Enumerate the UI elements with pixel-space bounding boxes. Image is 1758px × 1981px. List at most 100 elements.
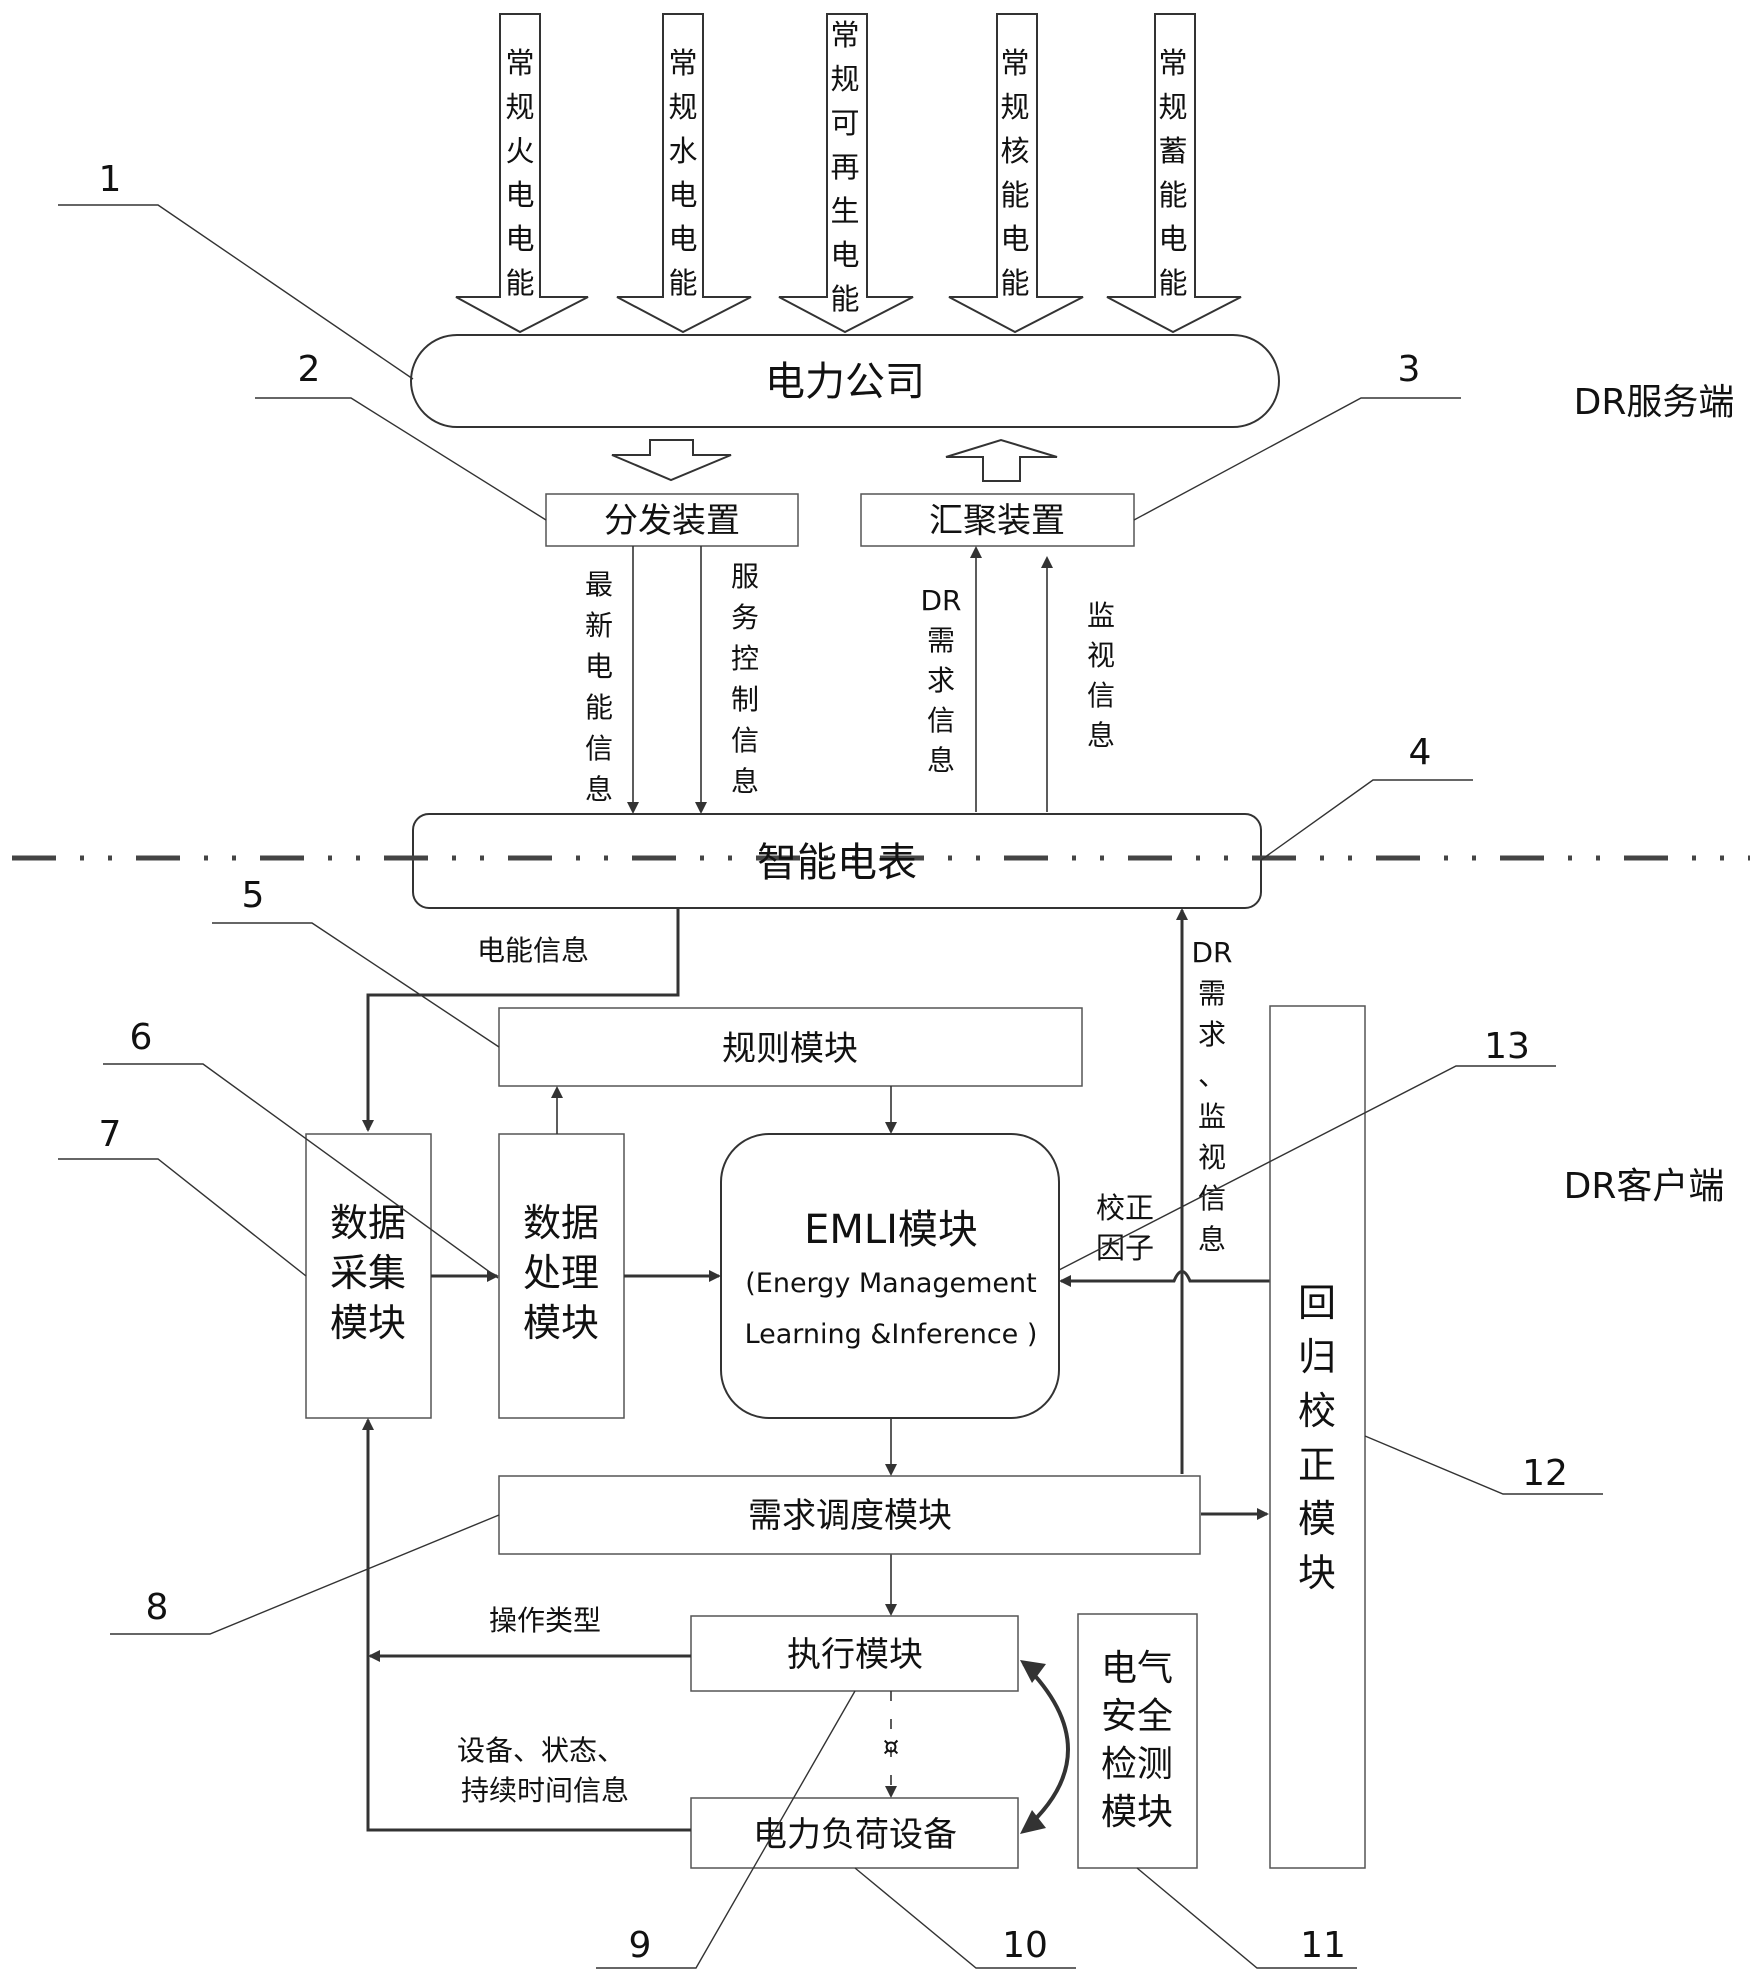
dr-monitor-label-part-4: 监 — [1198, 1100, 1226, 1133]
source-label-hydro-part-5: 能 — [668, 266, 697, 300]
latest-energy-info-label-part-4: 信 — [585, 732, 613, 765]
source-label-storage-part-3: 能 — [1158, 178, 1187, 212]
source-label-thermal-part-1: 规 — [505, 90, 534, 124]
regression-module-label-part-0: 回 — [1298, 1281, 1336, 1325]
source-label-nuclear-part-3: 能 — [1000, 178, 1029, 212]
ref-number-7: 7 — [99, 1114, 122, 1155]
source-label-renewable-part-3: 再 — [830, 150, 859, 184]
source-label-thermal-part-0: 常 — [505, 46, 534, 80]
source-label-renewable-part-2: 可 — [830, 106, 859, 140]
dr-demand-info-label-part-4: 息 — [927, 744, 955, 777]
source-label-thermal-part-3: 电 — [505, 178, 534, 212]
dr-demand-info-label-part-3: 信 — [927, 704, 955, 737]
source-label-hydro-part-4: 电 — [668, 222, 697, 256]
safety-module-label-part-2: 检测 — [1101, 1744, 1173, 1785]
operation-type-label: 操作类型 — [489, 1604, 601, 1637]
dr-demand-info-label: DR需求信息 — [920, 584, 961, 777]
power-company-label: 电力公司 — [765, 359, 925, 405]
service-control-info-label-part-3: 制 — [731, 683, 759, 716]
data-process-label-part-2: 模块 — [523, 1301, 599, 1345]
ref-number-1: 1 — [99, 159, 122, 200]
source-label-renewable-part-1: 规 — [830, 62, 859, 96]
source-label-hydro-part-3: 电 — [668, 178, 697, 212]
source-label-renewable: 常规可再生电能 — [830, 18, 859, 316]
monitor-info-label: 监视信息 — [1087, 599, 1115, 752]
curve-arrowhead-top — [1020, 1660, 1046, 1683]
service-control-info-label-part-0: 服 — [731, 560, 759, 593]
latest-energy-info-label-part-3: 能 — [585, 691, 613, 724]
leader-7 — [58, 1159, 306, 1276]
source-label-thermal-part-5: 能 — [505, 266, 534, 300]
ref-number-2: 2 — [298, 349, 321, 390]
distribution-label: 分发装置 — [604, 501, 740, 541]
regression-module-label-part-5: 块 — [1298, 1551, 1336, 1595]
dr-monitor-label: DR需求、监视信息 — [1191, 936, 1232, 1256]
marker-symbol: ¤ — [883, 1732, 900, 1762]
source-label-nuclear-part-1: 规 — [1000, 90, 1029, 124]
correction-factor-arrow — [1061, 1272, 1270, 1282]
data-process-label-part-0: 数据 — [523, 1201, 599, 1245]
leader-6 — [103, 1064, 498, 1278]
correction-factor-label-part-0: 校正 — [1096, 1191, 1154, 1225]
source-label-nuclear-part-4: 电 — [1000, 222, 1029, 256]
monitor-info-label-part-1: 视 — [1087, 639, 1115, 672]
service-control-info-label: 服务控制信息 — [731, 560, 759, 798]
regression-module-label-part-3: 正 — [1298, 1443, 1336, 1487]
leader-1 — [58, 205, 413, 379]
emli-title: EMLI模块 — [804, 1207, 978, 1253]
source-label-nuclear-part-0: 常 — [1000, 46, 1029, 80]
service-control-info-label-part-1: 务 — [731, 601, 759, 634]
hollow-down-arrow — [612, 440, 731, 480]
dr-monitor-label-part-3: 、 — [1198, 1059, 1226, 1092]
data-process-label-part-1: 处理 — [523, 1251, 599, 1295]
dr-demand-info-label-part-2: 求 — [927, 664, 955, 697]
source-label-nuclear-part-2: 核 — [1000, 134, 1029, 168]
correction-factor-label: 校正因子 — [1096, 1191, 1154, 1265]
emli-line-2: Learning &Inference ) — [745, 1319, 1038, 1350]
source-label-storage-part-2: 蓄 — [1158, 134, 1187, 168]
safety-module-label-part-0: 电气 — [1101, 1648, 1173, 1689]
ref-number-5: 5 — [242, 875, 265, 916]
rule-module-label: 规则模块 — [722, 1029, 858, 1069]
ref-number-13: 13 — [1484, 1026, 1530, 1067]
client-side-label: DR客户端 — [1564, 1166, 1725, 1207]
regression-module-label-part-1: 归 — [1298, 1335, 1336, 1379]
aggregation-label: 汇聚装置 — [929, 501, 1065, 541]
ref-number-9: 9 — [629, 1925, 652, 1966]
ref-number-3: 3 — [1398, 349, 1421, 390]
monitor-info-label-part-2: 信 — [1087, 679, 1115, 712]
source-label-thermal-part-4: 电 — [505, 222, 534, 256]
dr-monitor-label-part-2: 求 — [1198, 1018, 1226, 1051]
service-control-info-label-part-5: 息 — [731, 765, 759, 798]
emli-line-1: (Energy Management — [745, 1268, 1037, 1299]
ref-number-4: 4 — [1409, 732, 1432, 773]
data-collect-label-part-2: 模块 — [330, 1301, 406, 1345]
data-process-label: 数据处理模块 — [523, 1201, 599, 1345]
source-label-storage-part-1: 规 — [1158, 90, 1187, 124]
source-label-nuclear-part-5: 能 — [1000, 266, 1029, 300]
data-collect-label-part-1: 采集 — [330, 1251, 406, 1295]
source-label-renewable-part-5: 电 — [830, 238, 859, 272]
load-device-label: 电力负荷设备 — [753, 1815, 957, 1855]
source-label-renewable-part-0: 常 — [830, 18, 859, 52]
source-label-renewable-part-6: 能 — [830, 282, 859, 316]
regression-module-box — [1270, 1006, 1365, 1868]
device-info-label-1: 设备、状态、 — [457, 1734, 625, 1767]
safety-module-label-part-3: 模块 — [1101, 1792, 1173, 1833]
source-label-renewable-part-4: 生 — [830, 194, 859, 228]
regression-module-label-part-4: 模 — [1298, 1497, 1336, 1541]
source-label-storage-part-0: 常 — [1158, 46, 1187, 80]
dr-monitor-label-part-1: 需 — [1198, 977, 1226, 1010]
leader-4 — [1261, 780, 1473, 860]
ref-number-12: 12 — [1522, 1453, 1568, 1494]
latest-energy-info-label-part-2: 电 — [585, 650, 613, 683]
safety-module-label-part-1: 安全 — [1101, 1696, 1173, 1737]
dr-monitor-label-part-0: DR — [1191, 936, 1232, 969]
execute-module-label: 执行模块 — [787, 1635, 923, 1675]
source-label-hydro-part-0: 常 — [668, 46, 697, 80]
hollow-up-arrow — [946, 440, 1057, 481]
source-label-thermal-part-2: 火 — [505, 134, 534, 168]
source-label-hydro-part-2: 水 — [668, 134, 697, 168]
dr-demand-info-label-part-0: DR — [920, 584, 961, 617]
leader-5 — [212, 923, 499, 1047]
